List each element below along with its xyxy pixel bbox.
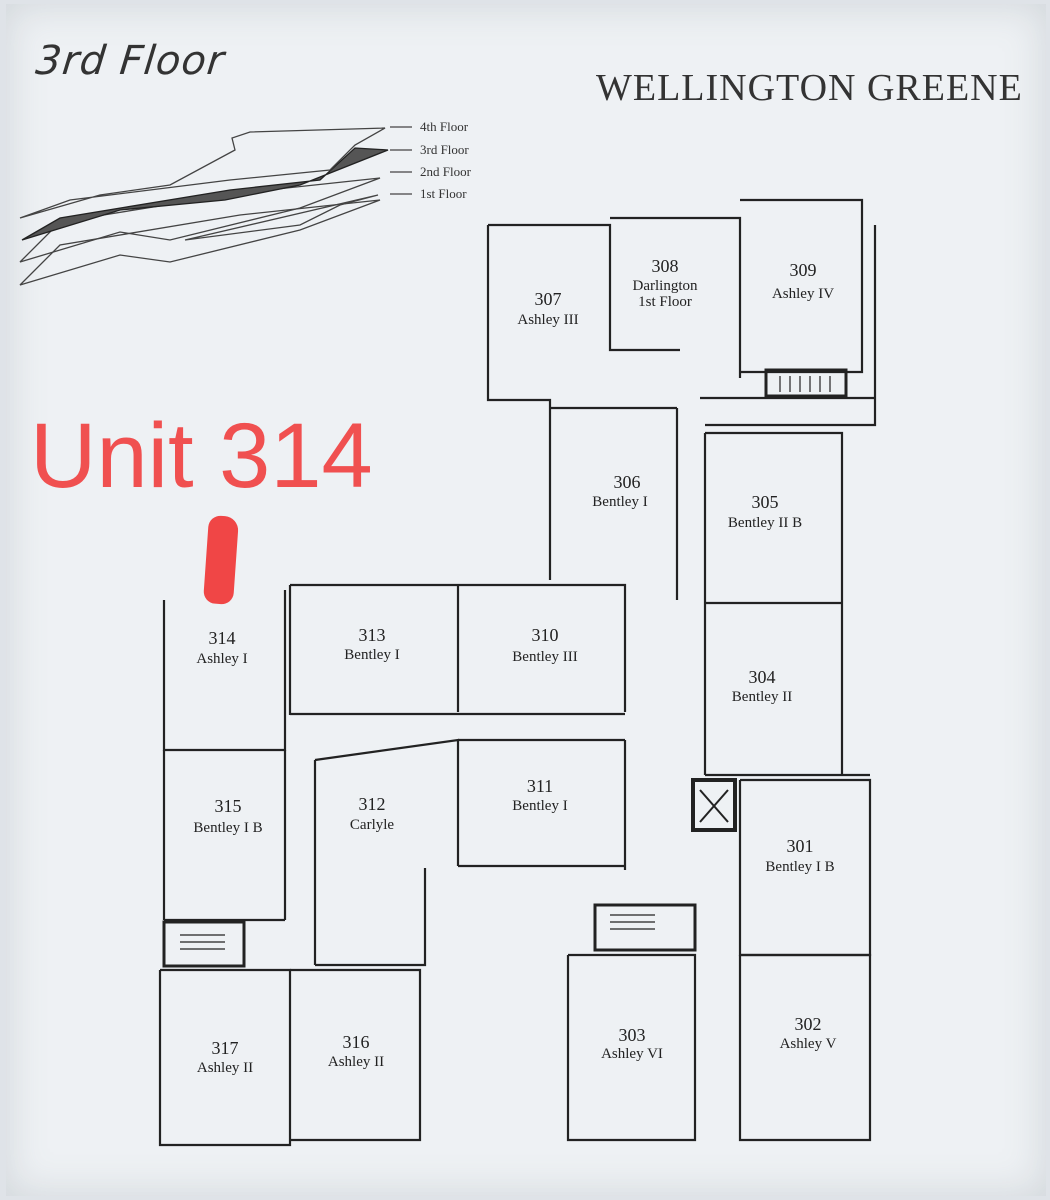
room-305-name: Bentley II B (728, 515, 802, 531)
floor-1-plate (19, 199, 381, 286)
room-317-number: 317 (212, 1038, 239, 1058)
room-301-name: Bentley I B (765, 859, 834, 875)
room-308-name-2: 1st Floor (638, 294, 692, 310)
legend-floor-4: 4th Floor (420, 119, 469, 134)
room-317-name: Ashley II (197, 1060, 253, 1076)
room-313-name: Bentley I (344, 647, 399, 663)
room-312-number: 312 (359, 794, 386, 814)
elevator (691, 778, 737, 832)
room-314-name: Ashley I (196, 651, 247, 667)
legend-floor-3: 3rd Floor (420, 142, 469, 157)
floor-4-plate (19, 127, 386, 219)
room-304-number: 304 (749, 667, 776, 687)
room-305-number: 305 (752, 492, 779, 512)
legend-floor-1: 1st Floor (420, 186, 467, 201)
room-315-name: Bentley I B (193, 820, 262, 836)
room-310-number: 310 (532, 625, 559, 645)
building-walls (158, 198, 877, 1147)
room-307-number: 307 (535, 289, 562, 309)
room-304-name: Bentley II (732, 689, 792, 705)
room-302-name: Ashley V (780, 1036, 837, 1052)
room-302-number: 302 (795, 1014, 822, 1034)
room-307-name: Ashley III (517, 312, 578, 328)
floor-stack-legend (19, 126, 412, 286)
legend-floor-2: 2nd Floor (420, 164, 472, 179)
room-314-number: 314 (209, 628, 236, 648)
room-313-number: 313 (359, 625, 386, 645)
room-309-number: 309 (790, 260, 817, 280)
room-310-name: Bentley III (512, 649, 577, 665)
room-316-number: 316 (343, 1032, 370, 1052)
room-301-number: 301 (787, 836, 814, 856)
stairwell-north (764, 368, 848, 398)
room-311-name: Bentley I (512, 798, 567, 814)
unit-marker (202, 515, 240, 605)
room-312-name: Carlyle (350, 817, 394, 833)
room-308-name: Darlington (633, 278, 698, 294)
floor-3-plate (21, 147, 389, 241)
room-306-name: Bentley I (592, 494, 647, 510)
stairwell-west (162, 920, 246, 968)
room-303-name: Ashley VI (601, 1046, 663, 1062)
unit-annotation: Unit 314 (30, 405, 373, 507)
stairwell-south (593, 903, 697, 952)
room-labels: 307 Ashley III 308 Darlington 1st Floor … (193, 256, 836, 1076)
brand-name: WELLINGTON GREENE (596, 67, 1023, 109)
room-309-name: Ashley IV (772, 286, 834, 302)
room-316-name: Ashley II (328, 1054, 384, 1070)
room-303-number: 303 (619, 1025, 646, 1045)
room-315-number: 315 (215, 796, 242, 816)
room-306-number: 306 (614, 472, 641, 492)
room-311-number: 311 (527, 776, 553, 796)
room-308-number: 308 (652, 256, 679, 276)
